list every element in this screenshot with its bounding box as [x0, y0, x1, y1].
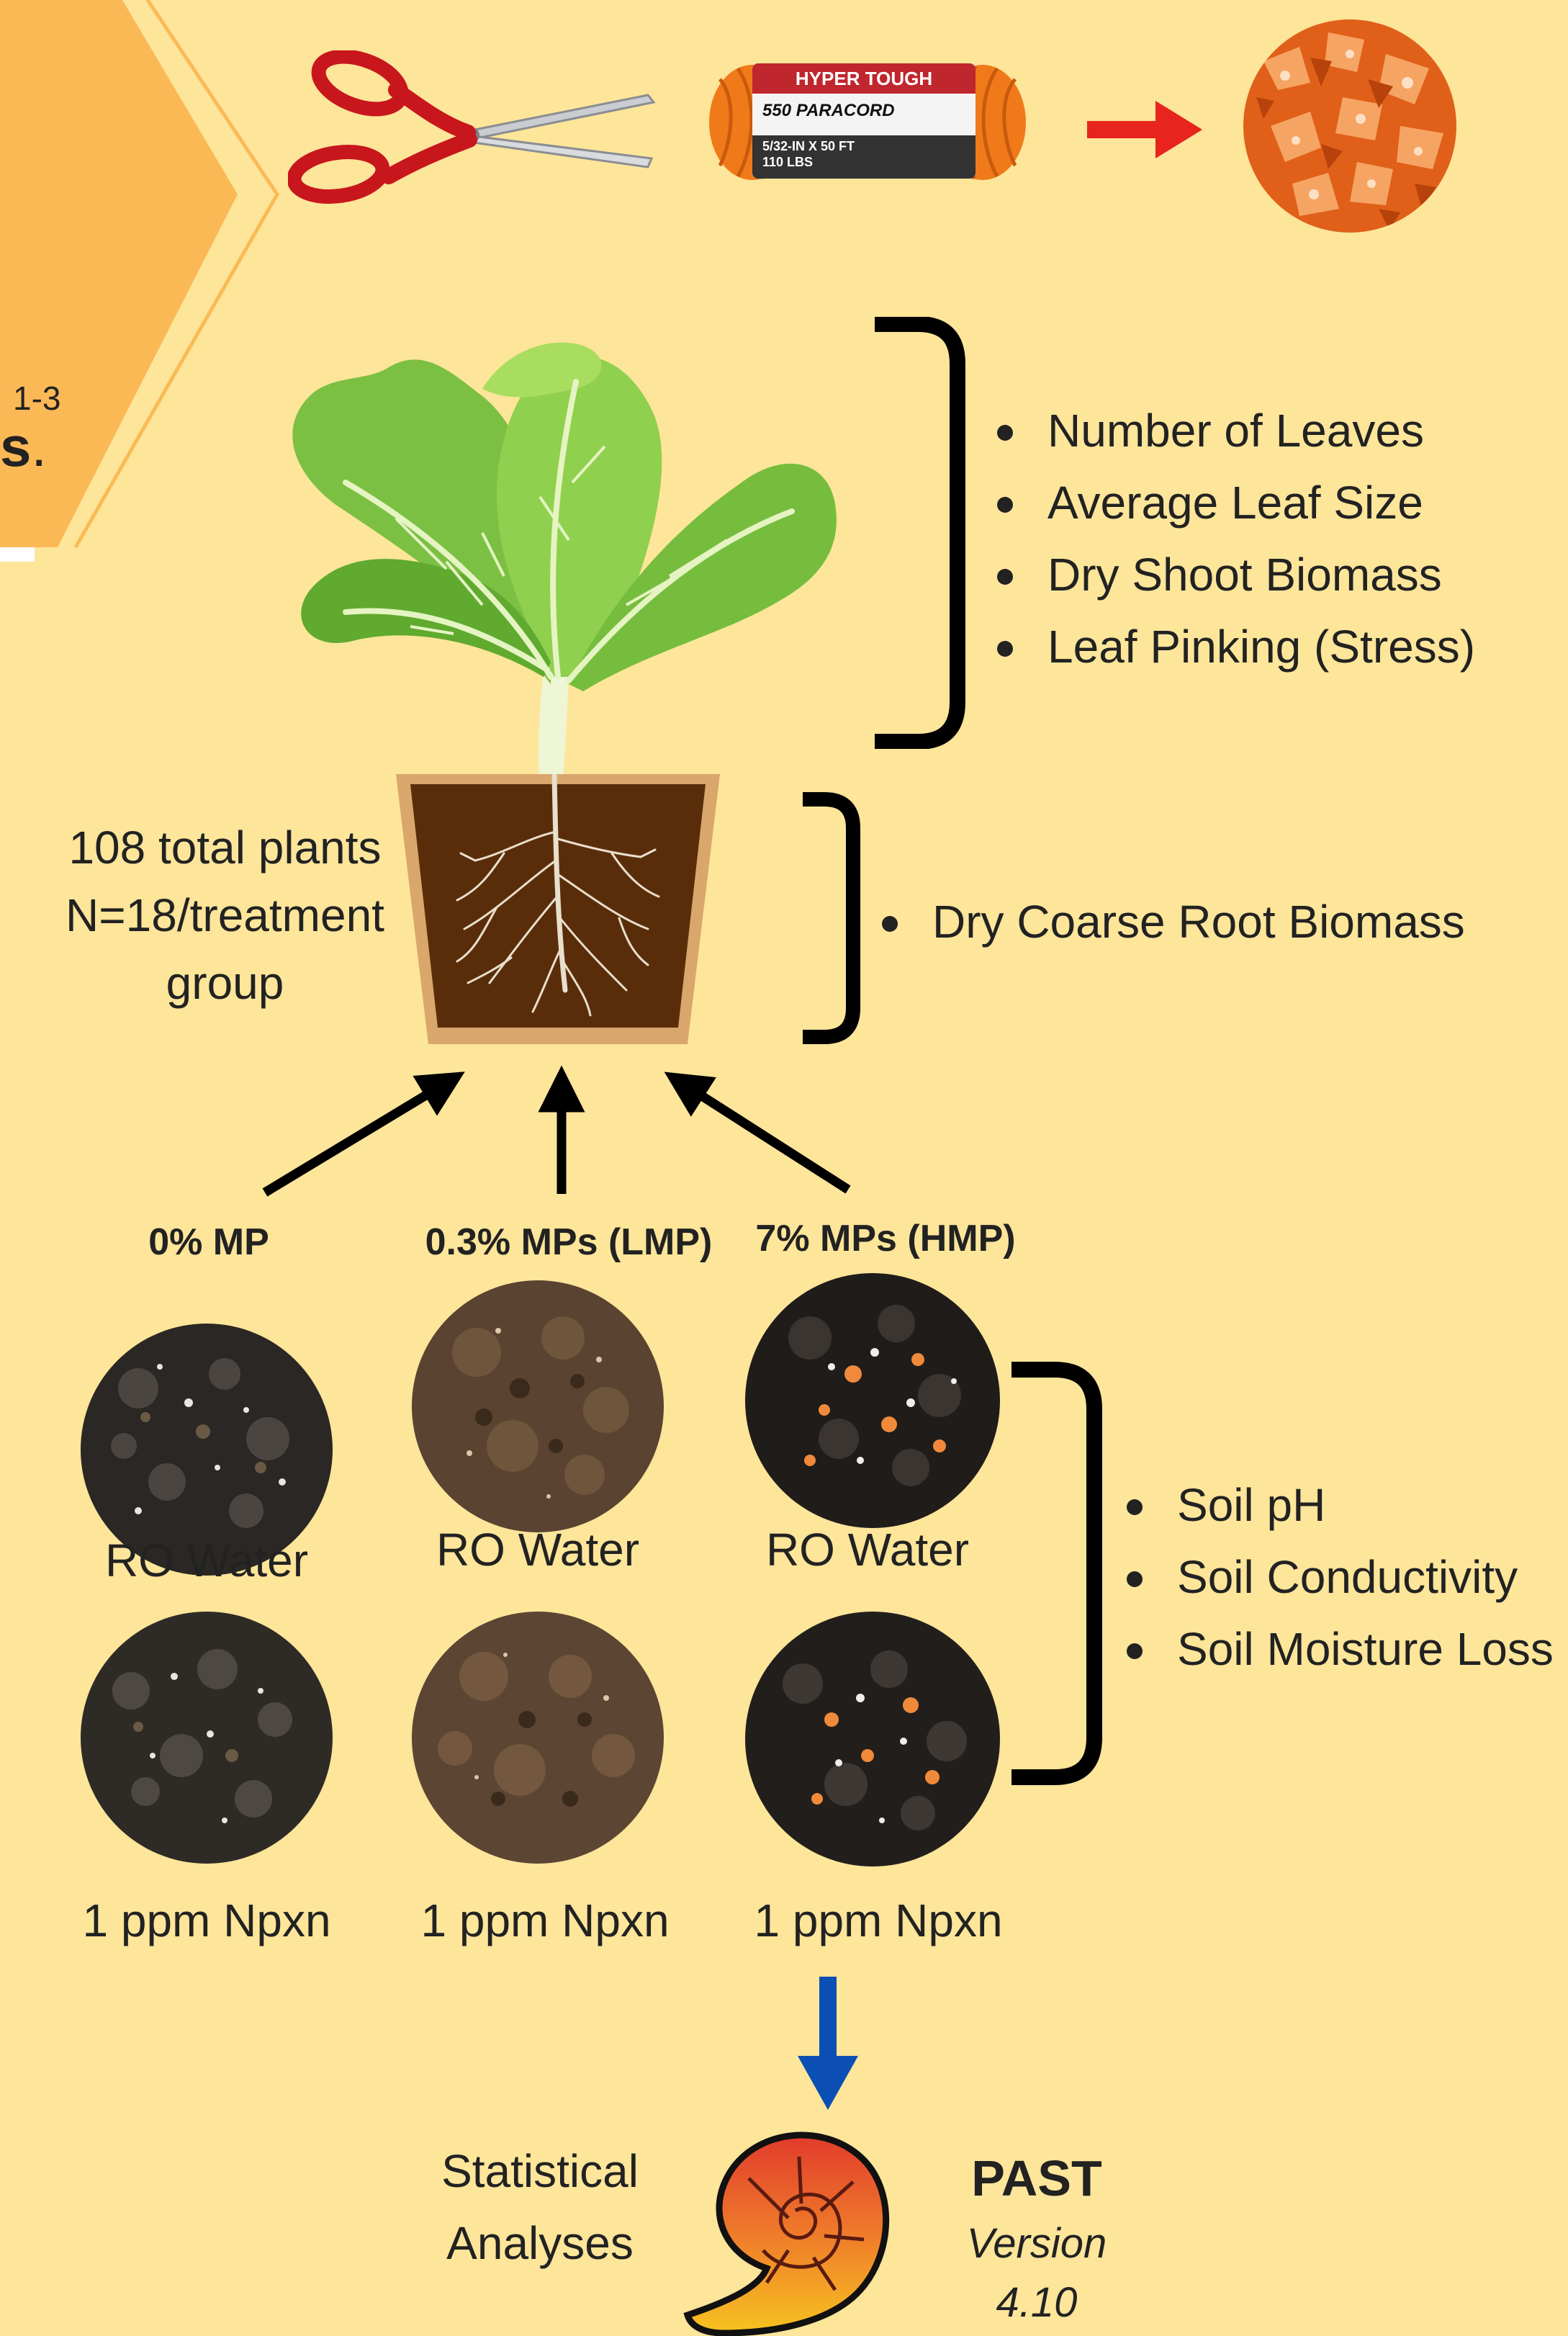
pot-with-roots-image: [396, 774, 720, 1044]
plant-count-line3: group: [36, 949, 414, 1017]
paracord-label: HYPER TOUGH 550 PARACORD 5/32-IN X 50 FT…: [752, 63, 976, 179]
microplastic-fragments-image: [1242, 18, 1458, 234]
statistical-analyses-label: Statistical Analyses: [374, 2135, 706, 2279]
condition-label-hmp-npxn: 1 ppm Npxn: [738, 1894, 1019, 1947]
metric-average-leaf-size: Average Leaf Size: [997, 467, 1475, 539]
banner-letter: s: [0, 415, 31, 478]
treatment-arrows: [252, 1059, 871, 1203]
paracord-brand-band: HYPER TOUGH: [752, 63, 976, 94]
metric-soil-ph: Soil pH: [1127, 1469, 1554, 1541]
banner-text: s.: [0, 414, 47, 480]
treatment-label-0pct: 0% MP: [101, 1221, 317, 1264]
paracord-rating: 110 LBS: [762, 154, 965, 170]
statistical-analyses-line1: Statistical: [374, 2135, 706, 2207]
arrow-from-0pct: [265, 1084, 445, 1192]
soil-sample-0pct-npxn: [81, 1612, 333, 1864]
metric-soil-moisture-loss: Soil Moisture Loss: [1127, 1613, 1554, 1685]
arrow-from-7pct: [684, 1084, 848, 1190]
metric-dry-shoot-biomass: Dry Shoot Biomass: [997, 539, 1475, 611]
treatment-label-hmp: 7% MPs (HMP): [734, 1217, 1037, 1260]
soil-sample-hmp-npxn: [745, 1612, 1001, 1867]
metric-leaf-pinking: Leaf Pinking (Stress): [997, 611, 1475, 683]
metric-soil-conductivity: Soil Conductivity: [1127, 1541, 1554, 1613]
metric-number-of-leaves: Number of Leaves: [997, 395, 1475, 467]
shoot-bracket: [875, 317, 968, 749]
condition-label-hmp-ro: RO Water: [742, 1523, 993, 1576]
paracord-spec: 5/32-IN X 50 FT: [762, 138, 965, 154]
banner-period: .: [31, 415, 47, 478]
soil-bracket: [1011, 1361, 1109, 1786]
paracord-product: 550 PARACORD: [752, 94, 976, 121]
metric-dry-coarse-root-biomass: Dry Coarse Root Biomass: [882, 886, 1465, 958]
statistical-analyses-line2: Analyses: [374, 2207, 706, 2279]
past-version-label: Version: [936, 2214, 1137, 2273]
condition-label-0pct-npxn: 1 ppm Npxn: [66, 1894, 347, 1947]
root-metrics-list: Dry Coarse Root Biomass: [882, 886, 1465, 958]
condition-label-0pct-ro: RO Water: [81, 1534, 333, 1587]
blue-arrow-icon: [792, 1977, 864, 2113]
plant-count-line2: N=18/treatment: [36, 881, 414, 949]
plant-count-line1: 108 total plants: [36, 814, 414, 881]
past-nautilus-logo: [680, 2117, 896, 2336]
paracord-image: HYPER TOUGH 550 PARACORD 5/32-IN X 50 FT…: [709, 58, 1026, 184]
paracord-brand: HYPER TOUGH: [796, 68, 932, 89]
soil-sample-hmp-ro: [745, 1273, 1001, 1529]
banner-superscript: 1-3: [13, 379, 60, 418]
root-bracket: [803, 792, 868, 1044]
scissors-icon: [288, 50, 662, 209]
shoot-metrics-list: Number of Leaves Average Leaf Size Dry S…: [997, 395, 1475, 683]
soil-metrics-list: Soil pH Soil Conductivity Soil Moisture …: [1127, 1469, 1554, 1685]
red-arrow-icon: [1087, 101, 1202, 158]
condition-label-lmp-npxn: 1 ppm Npxn: [405, 1894, 685, 1947]
past-software-name: PAST: [936, 2149, 1137, 2207]
paracord-spec-band: 5/32-IN X 50 FT 110 LBS: [752, 135, 976, 179]
past-version-block: Version 4.10: [936, 2214, 1137, 2332]
soil-sample-lmp-ro: [412, 1280, 664, 1532]
plant-count-text: 108 total plants N=18/treatment group: [36, 814, 414, 1017]
treatment-label-lmp: 0.3% MPs (LMP): [410, 1221, 727, 1264]
soil-sample-lmp-npxn: [412, 1612, 664, 1864]
past-version-number: 4.10: [936, 2273, 1137, 2332]
lettuce-plant-image: [266, 338, 857, 807]
condition-label-lmp-ro: RO Water: [412, 1523, 664, 1576]
